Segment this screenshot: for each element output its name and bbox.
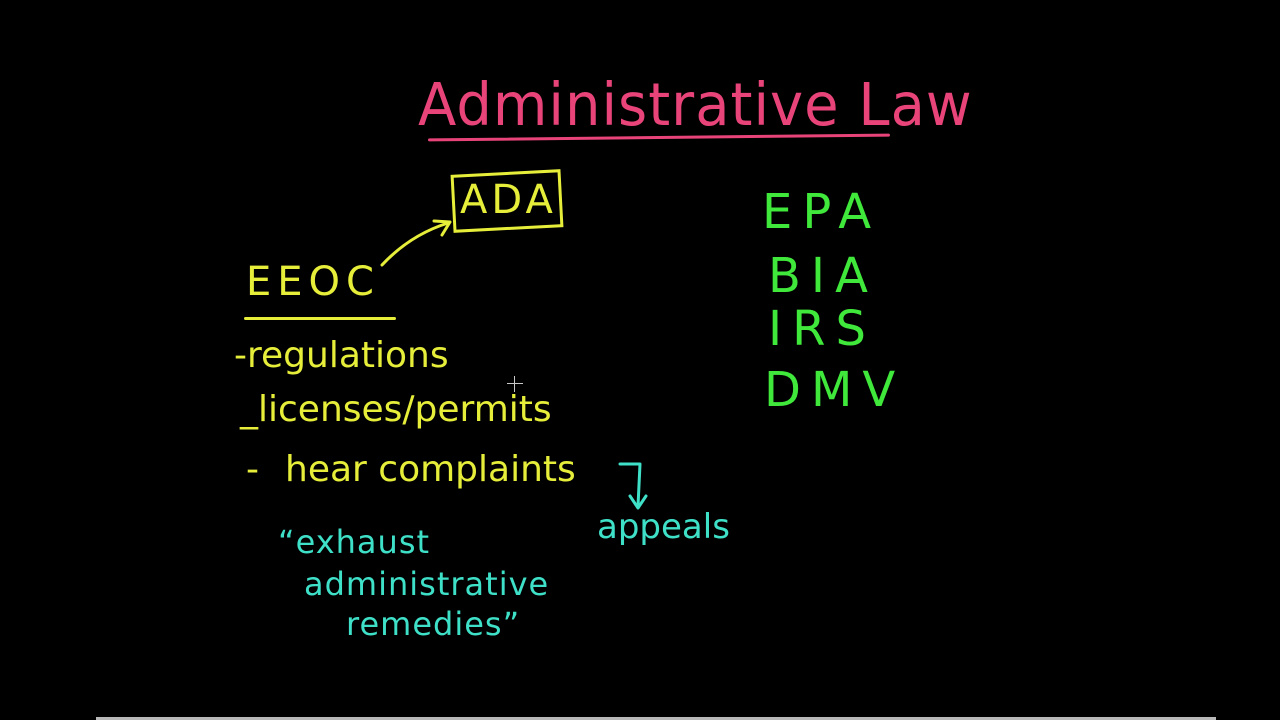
- eeoc-label: EEOC: [246, 259, 380, 305]
- down-arrow-icon: [618, 462, 648, 510]
- crosshair-cursor-icon: [507, 376, 523, 392]
- quote-line-1: “exhaust: [278, 523, 431, 561]
- eeoc-underline: [244, 317, 396, 320]
- quote-line-2: administrative: [304, 565, 550, 603]
- bullet-dash: _: [240, 389, 258, 430]
- curved-arrow-icon: [380, 219, 452, 267]
- quote-line-3: remedies”: [346, 605, 521, 643]
- video-progress-bar[interactable]: [96, 717, 1216, 720]
- function-label: hear complaints: [285, 449, 576, 490]
- function-label: licenses/permits: [258, 389, 552, 430]
- agency-irs: IRS: [768, 301, 876, 357]
- agency-bia: BIA: [768, 248, 878, 304]
- appeals-label: appeals: [597, 507, 730, 547]
- function-item-regulations: -regulations: [234, 338, 449, 374]
- agency-dmv: DMV: [764, 362, 906, 418]
- bullet-dash: -: [234, 335, 247, 376]
- bullet-dash: -: [246, 449, 259, 490]
- function-item-licenses: _licenses/permits: [240, 392, 552, 428]
- board-title: Administrative Law: [418, 71, 973, 140]
- function-label: regulations: [247, 335, 449, 376]
- function-item-complaints: -hear complaints: [246, 452, 576, 488]
- ada-label: ADA: [460, 177, 557, 223]
- agency-epa: EPA: [762, 184, 882, 240]
